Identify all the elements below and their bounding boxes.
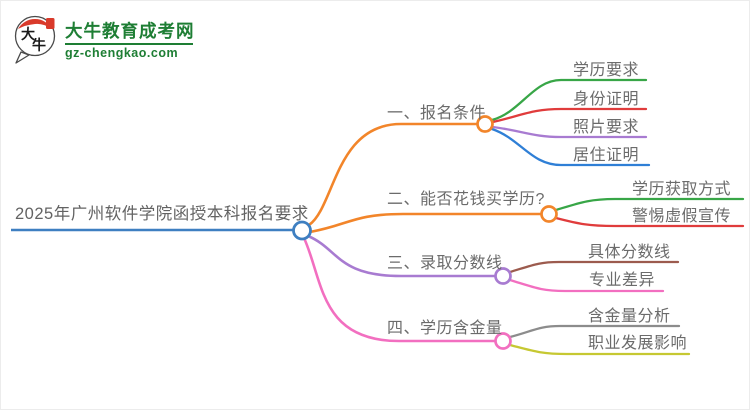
branch-4-leaf-1-line bbox=[508, 324, 681, 339]
subtopic-4-1[interactable]: 含金量分析 bbox=[588, 308, 671, 325]
subtopic-2-2[interactable]: 警惕虚假宣传 bbox=[632, 208, 732, 225]
branch-4-line bbox=[302, 236, 497, 343]
branch-4-node[interactable] bbox=[494, 332, 512, 350]
branch-2-leaf-1-line bbox=[554, 197, 745, 212]
branch-topic-2[interactable]: 二、能否花钱买学历? bbox=[387, 191, 545, 208]
logo-text-block: 大牛教育成考网 gz-chengkao.com bbox=[65, 21, 195, 60]
site-logo: 大 牛 大牛教育成考网 gz-chengkao.com bbox=[13, 13, 195, 65]
branch-1-leaf-4-line bbox=[490, 127, 651, 167]
branch-1-leaf-2-line bbox=[491, 107, 648, 124]
branch-topic-3[interactable]: 三、录取分数线 bbox=[387, 255, 503, 272]
branch-2-leaf-2-line bbox=[554, 216, 745, 228]
icon-char-1: 大 bbox=[21, 26, 35, 43]
branch-3-node[interactable] bbox=[494, 267, 512, 285]
branch-1-node[interactable] bbox=[476, 115, 494, 133]
logo-url: gz-chengkao.com bbox=[65, 46, 179, 60]
branch-3-leaf-2-line bbox=[508, 278, 665, 293]
logo-title: 大牛教育成考网 bbox=[65, 21, 195, 41]
branch-1-leaf-3-line bbox=[491, 125, 648, 139]
branch-1-line bbox=[307, 122, 479, 227]
branch-1-leaf-1-line bbox=[490, 78, 648, 122]
subtopic-2-1[interactable]: 学历获取方式 bbox=[632, 181, 732, 198]
bull-mascot-icon: 大 牛 bbox=[13, 13, 61, 65]
branch-topic-4[interactable]: 四、学历含金量 bbox=[387, 320, 503, 337]
branch-topic-1[interactable]: 一、报名条件 bbox=[387, 105, 487, 122]
logo-divider bbox=[65, 43, 193, 45]
subtopic-1-2[interactable]: 身份证明 bbox=[573, 91, 640, 108]
branch-3-line bbox=[306, 234, 497, 278]
icon-char-2: 牛 bbox=[32, 37, 46, 54]
branch-2-node[interactable] bbox=[540, 205, 558, 223]
subtopic-3-2[interactable]: 专业差异 bbox=[589, 272, 656, 289]
subtopic-3-1[interactable]: 具体分数线 bbox=[588, 244, 671, 261]
branch-3-leaf-1-line bbox=[508, 260, 680, 274]
subtopic-1-1[interactable]: 学历要求 bbox=[573, 62, 640, 79]
root-node[interactable] bbox=[292, 220, 312, 241]
branch-4-leaf-2-line bbox=[508, 343, 691, 356]
subtopic-1-4[interactable]: 居住证明 bbox=[573, 147, 640, 164]
root-topic-label[interactable]: 2025年广州软件学院函授本科报名要求 bbox=[15, 205, 309, 223]
subtopic-1-3[interactable]: 照片要求 bbox=[573, 119, 640, 136]
branch-2-line bbox=[308, 212, 543, 234]
subtopic-4-2[interactable]: 职业发展影响 bbox=[588, 335, 688, 352]
